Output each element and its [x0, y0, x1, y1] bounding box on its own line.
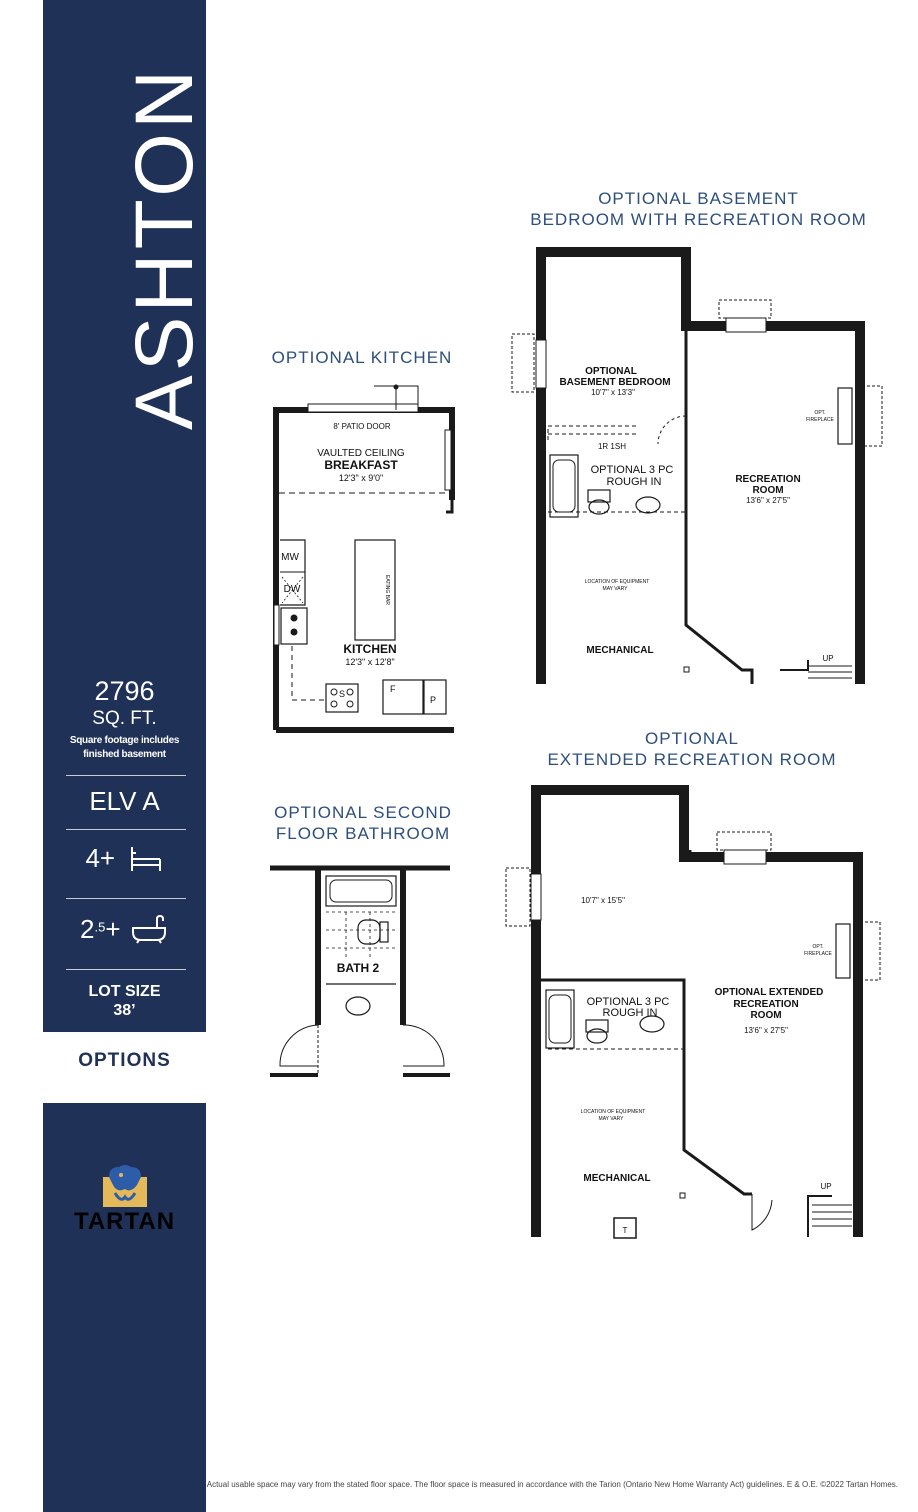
- patio-door-label: 8' PATIO DOOR: [333, 422, 390, 431]
- equipment-note-1: LOCATION OF EQUIPMENT: [585, 579, 650, 585]
- tartan-lion-logo-icon: [103, 1165, 147, 1207]
- bathtub-icon: [131, 914, 166, 944]
- bathroom-title-line-1: OPTIONAL SECOND: [274, 803, 452, 822]
- bathroom-floor-plan: [270, 865, 450, 1077]
- basement-bath-label-1: OPTIONAL 3 PC: [591, 464, 674, 476]
- breakfast-label: BREAKFAST: [324, 458, 398, 472]
- extended-fireplace-label-1: OPT.: [812, 944, 823, 950]
- bathroom-count: 2: [80, 914, 95, 944]
- bathroom-half: .5: [94, 919, 106, 935]
- fireplace-label-1: OPT.: [814, 410, 825, 416]
- microwave-label: MW: [281, 552, 299, 563]
- options-heading: OPTIONS: [78, 1050, 171, 1071]
- basement-bedroom-dimensions: 10'7" x 13'3": [591, 388, 635, 397]
- divider: [66, 898, 186, 899]
- basement-bedroom-label-1: OPTIONAL: [585, 366, 637, 377]
- extended-room-dimensions: 10'7" x 15'5": [581, 896, 625, 905]
- kitchen-plan-title: OPTIONAL KITCHEN: [271, 348, 453, 367]
- stairs-up-label: UP: [822, 654, 833, 663]
- fridge-label: F: [390, 684, 396, 694]
- recreation-room-label-2: ROOM: [752, 485, 783, 496]
- sidebar-logo-panel: [43, 1103, 206, 1512]
- extended-plan-title: OPTIONAL EXTENDED RECREATION ROOM: [540, 728, 844, 770]
- bedroom-count-row: 4+: [43, 843, 206, 874]
- extended-rec-dimensions: 13'6" x 27'5": [744, 1026, 788, 1035]
- extended-bath-label-2: ROUGH IN: [603, 1007, 658, 1019]
- bath-2-label: BATH 2: [337, 961, 380, 975]
- elevation-label: ELV A: [89, 786, 160, 816]
- kitchen-floor-plan: [273, 384, 455, 733]
- lot-size-label: LOT SIZE: [88, 983, 161, 1000]
- extended-equipment-note-2: MAY VARY: [599, 1116, 625, 1122]
- basement-floor-plan: [511, 247, 883, 684]
- sidebar-panel: ASHTON 2796 SQ. FT. Square footage inclu…: [43, 0, 210, 1032]
- bathroom-plus: +: [105, 914, 121, 944]
- bathroom-count-row: 2.5+: [43, 914, 206, 945]
- stove-label: S: [339, 689, 345, 699]
- extended-title-line-2: EXTENDED RECREATION ROOM: [547, 750, 837, 769]
- tartan-wordmark: TARTAN: [73, 1208, 176, 1235]
- dishwasher-label: DW: [284, 584, 301, 595]
- extended-rec-label-3: ROOM: [750, 1010, 781, 1021]
- extended-floor-plan: [505, 785, 881, 1239]
- divider: [66, 829, 186, 830]
- recreation-room-dimensions: 13'6" x 27'5": [746, 496, 790, 505]
- extended-rec-label-1: OPTIONAL EXTENDED: [715, 987, 824, 998]
- mechanical-label: MECHANICAL: [586, 645, 653, 656]
- basement-bath-label-2: ROUGH IN: [607, 476, 662, 488]
- basement-title-line-1: OPTIONAL BASEMENT: [598, 189, 799, 208]
- breakfast-dimensions: 12'3" x 9'0": [339, 473, 383, 483]
- bedroom-count: 4+: [85, 843, 116, 873]
- sqft-note-line-2: finished basement: [83, 749, 166, 760]
- eating-bar-label: EATING BAR: [384, 575, 390, 605]
- extended-title-line-1: OPTIONAL: [645, 729, 739, 748]
- extended-fireplace-label-2: FIREPLACE: [804, 951, 832, 957]
- recreation-room-label-1: RECREATION: [735, 474, 800, 485]
- disclaimer: Actual usable space may vary from the st…: [206, 1480, 898, 1489]
- extended-mechanical-label: MECHANICAL: [583, 1173, 650, 1184]
- bathroom-plan-title: OPTIONAL SECOND FLOOR BATHROOM: [262, 802, 464, 844]
- vaulted-ceiling-label: VAULTED CEILING: [317, 448, 405, 459]
- extended-t-label: T: [623, 1226, 628, 1235]
- divider: [66, 775, 186, 776]
- fireplace-label-2: FIREPLACE: [806, 417, 834, 423]
- sqft-value: 2796: [94, 676, 155, 706]
- bed-icon: [130, 847, 161, 871]
- kitchen-dimensions: 12'3" x 12'8": [345, 657, 394, 667]
- sqft-unit: SQ. FT.: [92, 708, 157, 729]
- lot-size-value: 38’: [113, 1002, 136, 1019]
- basement-bedroom-label-2: BASEMENT BEDROOM: [559, 377, 670, 388]
- bathroom-title-line-2: FLOOR BATHROOM: [275, 824, 451, 843]
- extended-equipment-note-1: LOCATION OF EQUIPMENT: [581, 1109, 646, 1115]
- basement-title-line-2: BEDROOM WITH RECREATION ROOM: [530, 210, 867, 229]
- extended-rec-label-2: RECREATION: [733, 999, 798, 1010]
- basement-plan-title: OPTIONAL BASEMENT BEDROOM WITH RECREATIO…: [526, 188, 871, 230]
- extended-bath-label-1: OPTIONAL 3 PC: [587, 996, 670, 1008]
- kitchen-label: KITCHEN: [343, 642, 396, 656]
- closet-shelf-label: 1R 1SH: [598, 442, 626, 451]
- extended-stairs-up-label: UP: [820, 1182, 831, 1191]
- equipment-note-2: MAY VARY: [603, 586, 629, 592]
- divider: [66, 969, 186, 970]
- pantry-label: P: [430, 695, 436, 705]
- sqft-note-line-1: Square footage includes: [69, 735, 180, 746]
